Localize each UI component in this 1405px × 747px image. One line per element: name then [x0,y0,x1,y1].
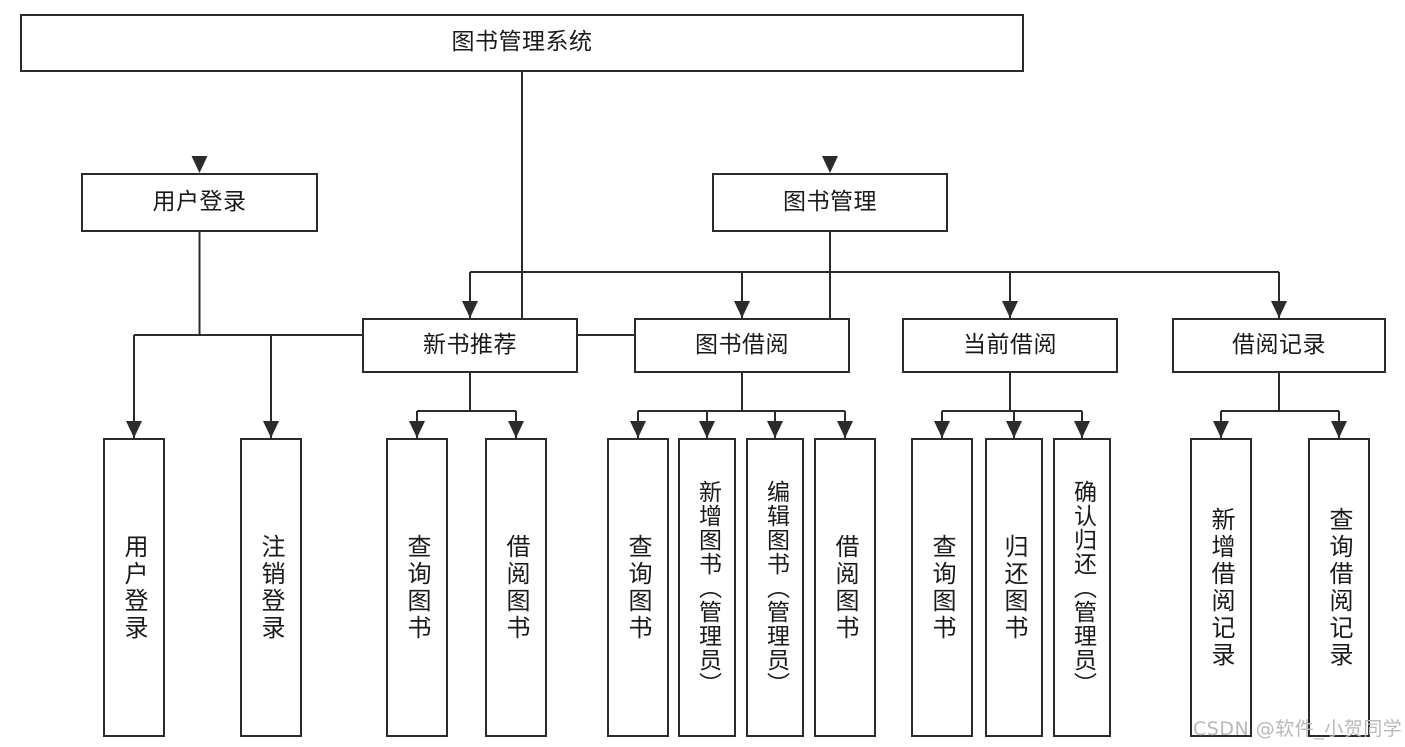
node-borrow[interactable]: 图书借阅 [634,318,850,373]
arrow-head-icon [822,156,838,173]
node-login[interactable]: 用户登录 [81,173,318,232]
node-leaf-nb-query[interactable]: 查询图书 [386,438,448,737]
arrow-head-icon [1006,421,1022,438]
node-label: 查询图书 [403,533,431,642]
node-leaf-bw-add[interactable]: 新增图书（管理员） [678,438,736,737]
node-label: 查询借阅记录 [1325,506,1353,669]
arrow-head-icon [699,421,715,438]
arrow-head-icon [630,421,646,438]
node-label: 当前借阅 [963,331,1057,358]
arrow-head-icon [734,301,750,318]
arrow-head-icon [1271,301,1287,318]
arrow-head-icon [767,421,783,438]
node-label: 新增借阅记录 [1207,506,1235,669]
arrow-head-icon [1002,301,1018,318]
arrow-head-icon [126,421,142,438]
node-label: 确认归还（管理员） [1069,479,1096,696]
arrow-head-icon [462,301,478,318]
arrow-head-icon [934,421,950,438]
node-label: 注销登录 [257,533,285,642]
arrow-head-icon [1213,421,1229,438]
arrow-head-icon [1331,421,1347,438]
node-label: 归还图书 [1000,533,1028,642]
node-root[interactable]: 图书管理系统 [20,14,1024,72]
node-newbook[interactable]: 新书推荐 [362,318,578,373]
csdn-watermark: CSDN @软件_小贺同学 [1193,718,1403,740]
node-label: 图书借阅 [695,331,789,358]
arrow-head-icon [409,421,425,438]
node-label: 借阅图书 [831,533,859,642]
node-leaf-bw-borrow[interactable]: 借阅图书 [814,438,876,737]
node-label: 图书管理系统 [451,29,593,56]
arrow-head-icon [508,421,524,438]
node-leaf-cu-return[interactable]: 归还图书 [985,438,1043,737]
node-leaf-bw-edit[interactable]: 编辑图书（管理员） [746,438,804,737]
node-label: 编辑图书（管理员） [762,479,789,696]
arrow-head-icon [837,421,853,438]
node-leaf-cu-query[interactable]: 查询图书 [911,438,973,737]
arrow-head-icon [1074,421,1090,438]
arrow-head-icon [263,421,279,438]
node-bookmgmt[interactable]: 图书管理 [712,173,948,232]
node-label: 用户登录 [120,533,148,642]
node-leaf-login[interactable]: 用户登录 [103,438,165,737]
node-label: 查询图书 [624,533,652,642]
node-leaf-rc-query[interactable]: 查询借阅记录 [1308,438,1370,737]
node-record[interactable]: 借阅记录 [1172,318,1386,373]
node-label: 图书管理 [783,188,877,215]
node-leaf-nb-borrow[interactable]: 借阅图书 [485,438,547,737]
node-label: 用户登录 [152,188,247,215]
node-label: 借阅图书 [502,533,530,642]
node-leaf-rc-add[interactable]: 新增借阅记录 [1190,438,1252,737]
node-current[interactable]: 当前借阅 [902,318,1118,373]
node-leaf-cu-confirm[interactable]: 确认归还（管理员） [1053,438,1111,737]
node-leaf-logout[interactable]: 注销登录 [240,438,302,737]
node-label: 借阅记录 [1232,331,1326,358]
node-label: 新增图书（管理员） [694,479,721,696]
node-label: 新书推荐 [423,331,517,358]
node-label: 查询图书 [928,533,956,642]
node-leaf-bw-query[interactable]: 查询图书 [607,438,669,737]
arrow-head-icon [191,156,208,173]
